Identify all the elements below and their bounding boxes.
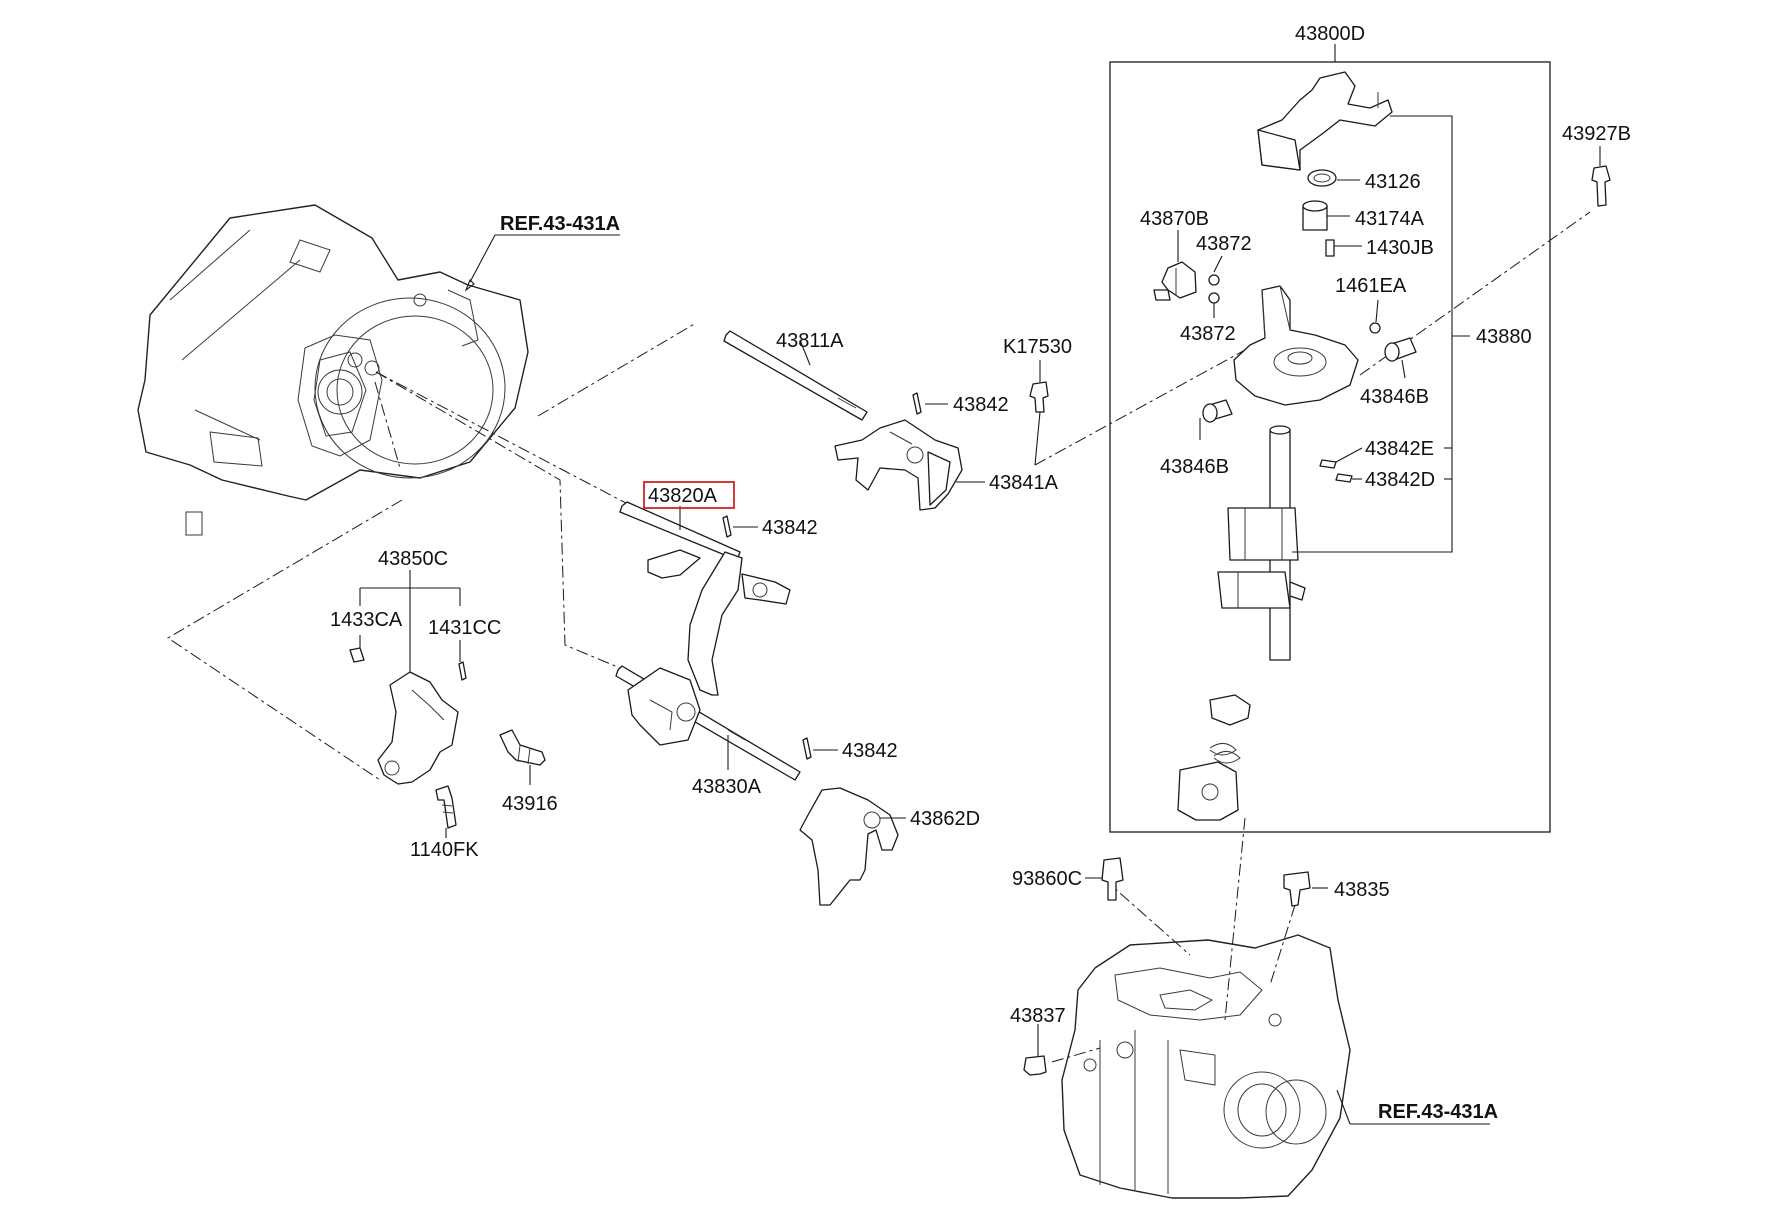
label-43872-a: 43872	[1196, 233, 1252, 255]
label-43126: 43126	[1365, 171, 1421, 193]
clips-43872	[1208, 274, 1220, 304]
label-43862D: 43862D	[910, 808, 980, 830]
shift-guide	[1177, 761, 1239, 821]
shift-fork-43820A	[647, 549, 791, 696]
control-shaft	[1217, 425, 1306, 661]
label-1433CA: 1433CA	[330, 609, 403, 631]
interlock-plate	[1209, 694, 1251, 726]
ref-label-right: REF.43-431A	[1378, 1101, 1498, 1123]
pin-43842-c	[802, 737, 812, 760]
label-43835: 43835	[1334, 879, 1390, 901]
label-43800D: 43800D	[1295, 23, 1365, 45]
plug-43837	[1023, 1055, 1047, 1076]
right-transmission-housing	[1061, 934, 1351, 1199]
pin-1431CC	[458, 661, 467, 681]
shift-rod-43820A	[619, 501, 741, 561]
label-43846B-b: 43846B	[1160, 456, 1229, 478]
shift-fork-43841A	[834, 419, 963, 511]
assembly-guide-lines	[167, 211, 1591, 1063]
label-43846B-a: 43846B	[1360, 386, 1429, 408]
highlight-box-43820A	[643, 481, 735, 509]
left-transmission-housing	[137, 204, 529, 536]
label-43872-b: 43872	[1180, 323, 1236, 345]
label-K17530: K17530	[1003, 336, 1072, 358]
lever-assembly-frame	[1109, 61, 1551, 833]
bushing-43174A	[1302, 200, 1328, 231]
label-1461EA: 1461EA	[1335, 275, 1407, 297]
label-43842D: 43842D	[1365, 469, 1435, 491]
pins-43842E-43842D	[1319, 459, 1353, 483]
lever-43870B	[1153, 261, 1197, 301]
spring	[1209, 743, 1241, 764]
shift-fork-43862D	[799, 787, 899, 906]
plug-43835	[1283, 871, 1311, 907]
label-43850C: 43850C	[378, 548, 448, 570]
bolt-43916	[499, 729, 546, 766]
label-43916: 43916	[502, 793, 558, 815]
pin-1430JB	[1325, 239, 1335, 257]
pin-43842-b	[722, 515, 732, 538]
label-1430JB: 1430JB	[1366, 237, 1434, 259]
label-43927B: 43927B	[1562, 123, 1631, 145]
label-93860C: 93860C	[1012, 868, 1082, 890]
seal-43126	[1307, 169, 1337, 187]
shift-rod-43811A	[723, 330, 868, 421]
label-43842-c: 43842	[842, 740, 898, 762]
detent-43846B-b	[1202, 399, 1233, 423]
shift-cover-43880	[1233, 285, 1359, 406]
shift-lug-43830A	[627, 667, 701, 746]
detent-43846B-a	[1384, 337, 1417, 362]
label-43880: 43880	[1476, 326, 1532, 348]
label-1140FK: 1140FK	[410, 839, 479, 861]
plug-1433CA	[349, 647, 365, 663]
switch-K17530	[1029, 381, 1049, 413]
bolt-43927B	[1591, 165, 1611, 207]
retainer-1461EA	[1369, 322, 1381, 334]
label-43811A: 43811A	[776, 330, 844, 352]
label-43842E: 43842E	[1365, 438, 1434, 460]
label-43842-a: 43842	[953, 394, 1009, 416]
bracket-43850C	[377, 671, 459, 785]
ref-label-left: REF.43-431A	[500, 213, 620, 235]
part-labels: REF.43-431A REF.43-431A 43800D 43927B 43…	[330, 23, 1631, 1123]
pin-43842-a	[912, 392, 922, 415]
label-43830A: 43830A	[692, 776, 762, 798]
leader-lines	[359, 44, 1601, 1125]
label-43842-b: 43842	[762, 517, 818, 539]
sensor-93860C	[1101, 857, 1124, 901]
lever-assembly-43800D	[1257, 71, 1393, 171]
label-43837: 43837	[1010, 1005, 1066, 1027]
label-1431CC: 1431CC	[428, 617, 501, 639]
label-43841A: 43841A	[989, 472, 1059, 494]
label-43870B: 43870B	[1140, 208, 1209, 230]
label-43820A: 43820A	[648, 485, 718, 507]
bolt-1140FK	[435, 785, 457, 829]
label-43174A: 43174A	[1355, 208, 1425, 230]
